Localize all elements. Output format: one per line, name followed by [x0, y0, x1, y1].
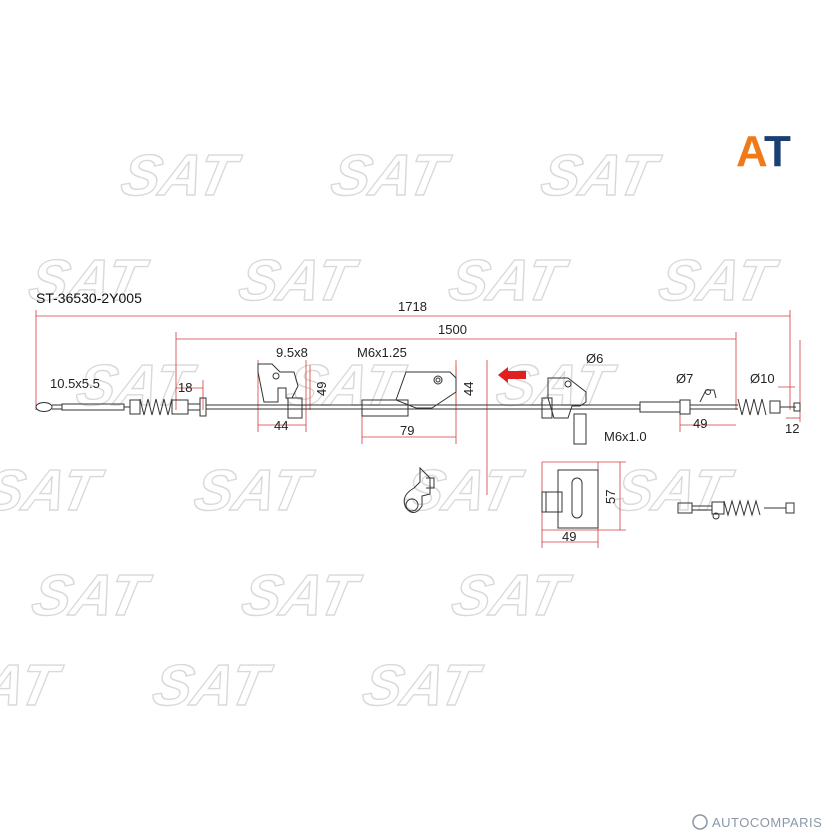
watermark-logo: SAT: [491, 354, 620, 418]
watermark-logo: SAT: [116, 144, 245, 208]
watermark-logo: SAT: [189, 459, 318, 523]
watermark-logo: SAT: [147, 654, 276, 718]
dim-bracket3-thread: M6x1.0: [604, 429, 647, 444]
brand-logo-letter-t: T: [764, 127, 791, 176]
dimension-labels: 1718 1500 10.5x5.5 18 9.5x8 49 44 M6x1.2…: [50, 299, 799, 544]
watermark-logo: SAT: [71, 354, 200, 418]
bracket-detail-view: [541, 469, 599, 529]
watermark-logo: SAT: [24, 249, 153, 313]
dim-right-span: 49: [693, 416, 707, 431]
eye-end: [35, 402, 53, 412]
part-number: ST-36530-2Y005: [36, 290, 142, 306]
watermark-logo: SAT: [399, 459, 528, 523]
watermark-logo: SAT: [609, 459, 738, 523]
watermark-logo: SAT: [27, 564, 156, 628]
dim-bracket1-size: 9.5x8: [276, 345, 308, 360]
footer-logo-icon: [692, 814, 708, 830]
bracket-2: [361, 371, 457, 417]
dim-dia10: Ø10: [750, 371, 775, 386]
dim-bracket2-height: 44: [461, 382, 476, 396]
dim-bracket3-dia: Ø6: [586, 351, 603, 366]
dim-dia7: Ø7: [676, 371, 693, 386]
watermark-pattern: SAT SAT SAT SAT SAT SAT SAT SAT SAT SAT …: [0, 143, 784, 719]
dim-bracket1-height: 49: [314, 382, 329, 396]
watermark-logo: SAT: [357, 654, 486, 718]
dim-bracket1-width: 44: [274, 418, 288, 433]
footer-watermark: AUTOCOMPARIS: [692, 814, 822, 830]
bracket-3: [541, 377, 587, 445]
brand-logo-letter-a: A: [736, 127, 768, 176]
watermark-logo: SAT: [447, 564, 576, 628]
bracket-1: [257, 363, 303, 419]
cable-assembly: [35, 363, 801, 529]
dim-total-length: 1718: [398, 299, 427, 314]
dim-bracket2-width: 79: [400, 423, 414, 438]
end-detail-view: [677, 499, 795, 520]
dim-detail-width: 49: [562, 529, 576, 544]
brand-logo: A T: [736, 127, 791, 176]
watermark-logo: SAT: [326, 144, 455, 208]
watermark-logo: SAT: [234, 249, 363, 313]
dim-detail-height: 57: [603, 490, 618, 504]
footer-watermark-text: AUTOCOMPARIS: [712, 815, 822, 830]
dim-bracket2-thread: M6x1.25: [357, 345, 407, 360]
watermark-logo: SAT: [536, 144, 665, 208]
watermark-logo: SAT: [237, 564, 366, 628]
dim-cable-length: 1500: [438, 322, 467, 337]
watermark-logo: SAT: [444, 249, 573, 313]
watermark-logo: SAT: [0, 459, 108, 523]
clip-detail: [403, 466, 435, 513]
dim-end-offset: 18: [178, 380, 192, 395]
dim-right-end: 12: [785, 421, 799, 436]
watermark-logo: SAT: [281, 354, 410, 418]
watermark-logo: SAT: [654, 249, 783, 313]
dim-end-eye: 10.5x5.5: [50, 376, 100, 391]
drawing-frame: [20, 120, 820, 720]
direction-arrow-icon: [498, 367, 526, 383]
